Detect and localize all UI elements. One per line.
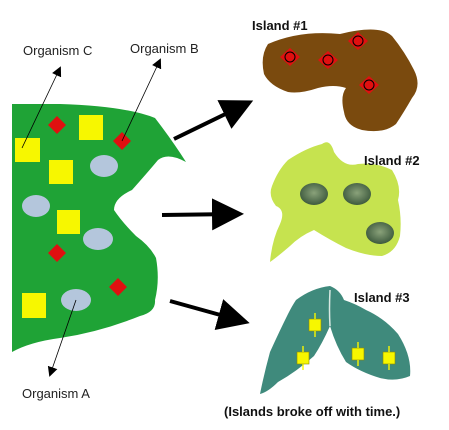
island-3-shape (260, 286, 411, 394)
red-diamond-circle (348, 32, 368, 50)
blue-oval (83, 228, 113, 250)
blue-oval (90, 155, 118, 177)
yellow-square (22, 293, 46, 318)
mainland-yellow-squares (15, 115, 103, 318)
mainland-blue-ovals (22, 155, 118, 311)
yellow-square (382, 346, 396, 370)
red-diamond-circle (359, 76, 379, 94)
diagram-caption: (Islands broke off with time.) (224, 404, 400, 419)
red-diamond (48, 116, 66, 134)
island-1-title: Island #1 (252, 18, 308, 33)
arrow-to-island-2 (161, 198, 244, 231)
red-diamond (109, 278, 127, 296)
red-diamond-circle (280, 48, 300, 66)
red-diamond (48, 244, 66, 262)
mainland-red-diamonds (48, 116, 131, 296)
arrow-to-island-1 (173, 100, 254, 141)
yellow-square (308, 313, 322, 337)
yellow-square (296, 346, 310, 370)
island-1-organisms (280, 32, 379, 94)
island-3-title: Island #3 (354, 290, 410, 305)
island-1-shape (262, 29, 418, 132)
organism-b-label: Organism B (130, 41, 199, 56)
green-oval (366, 222, 394, 244)
green-oval (343, 183, 371, 205)
organism-c-pointer (21, 66, 62, 149)
green-oval (300, 183, 328, 205)
organism-b-pointer (121, 58, 162, 142)
organism-a-pointer (47, 299, 77, 377)
island-2-organisms (300, 183, 394, 244)
organism-c-label: Organism C (23, 43, 92, 58)
organism-a-label: Organism A (22, 386, 90, 401)
red-diamond-circle (318, 51, 338, 69)
blue-oval (22, 195, 50, 217)
arrow-to-island-3 (169, 299, 250, 330)
yellow-square (351, 342, 365, 366)
island-2-title: Island #2 (364, 153, 420, 168)
yellow-square (79, 115, 103, 140)
yellow-square (57, 210, 80, 234)
yellow-square (49, 160, 73, 184)
island-3-organisms (296, 313, 396, 370)
island-3-crack (328, 289, 331, 327)
yellow-square (15, 138, 40, 162)
